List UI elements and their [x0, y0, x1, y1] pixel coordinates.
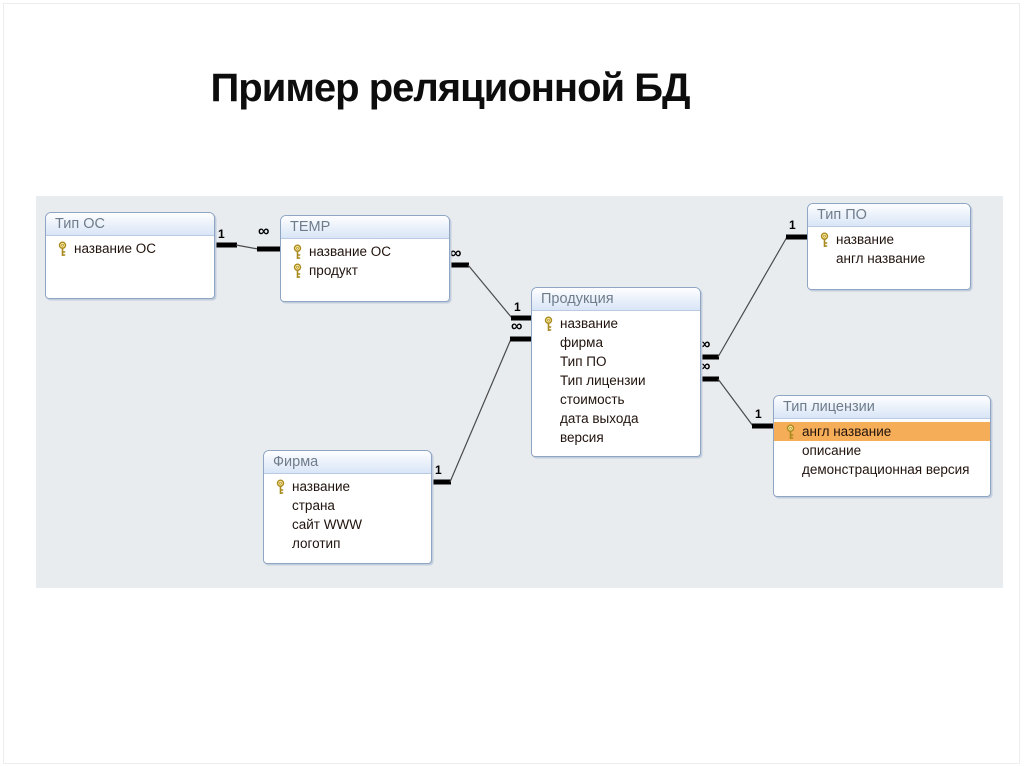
- field-name: название: [560, 316, 619, 331]
- field-name: англ название: [836, 251, 926, 266]
- cardinality-label: 1: [789, 218, 796, 232]
- key-icon: [273, 478, 287, 495]
- field-name: страна: [292, 498, 335, 513]
- table-row[interactable]: название ОС: [281, 242, 449, 261]
- table-title[interactable]: Тип лицензии: [774, 396, 990, 419]
- table-row[interactable]: название: [532, 314, 700, 333]
- table-row[interactable]: продукт: [281, 261, 449, 280]
- field-name: название ОС: [74, 241, 157, 256]
- key-icon: [290, 243, 304, 260]
- table-body: название англ название: [808, 227, 970, 268]
- key-icon: [817, 231, 831, 248]
- field-name: Тип лицензии: [560, 373, 646, 388]
- key-icon: [541, 315, 555, 332]
- table-tip-po[interactable]: Тип ПО название англ название: [807, 203, 971, 290]
- field-name: описание: [802, 443, 862, 458]
- table-body: англ название описание демонстрационная ве…: [774, 419, 990, 479]
- cardinality-label: 1: [755, 407, 762, 421]
- field-name: стоимость: [560, 392, 625, 407]
- field-name: фирма: [560, 335, 603, 350]
- cardinality-label: ∞: [511, 318, 522, 335]
- key-icon: [290, 262, 304, 279]
- table-title[interactable]: Тип ОС: [46, 213, 214, 236]
- table-title[interactable]: TEMP: [281, 216, 449, 239]
- table-title[interactable]: Продукция: [532, 288, 700, 311]
- cardinality-label: ∞: [258, 223, 269, 240]
- table-row[interactable]: страна: [264, 496, 431, 515]
- table-tip-os[interactable]: Тип ОС название ОС: [45, 212, 215, 299]
- table-body: название ОС: [46, 236, 214, 258]
- table-tip-licenzii[interactable]: Тип лицензии англ название описание демонс…: [773, 395, 991, 497]
- table-row[interactable]: название: [808, 230, 970, 249]
- table-row[interactable]: демонстрационная версия: [774, 460, 990, 479]
- cardinality-label: 1: [435, 463, 442, 477]
- field-name: Тип ПО: [560, 354, 607, 369]
- table-row[interactable]: стоимость: [532, 390, 700, 409]
- table-row[interactable]: англ название: [808, 249, 970, 268]
- table-row[interactable]: Тип ПО: [532, 352, 700, 371]
- relationship-line[interactable]: [717, 378, 754, 427]
- relationship-line[interactable]: [235, 244, 259, 250]
- table-row[interactable]: название ОС: [46, 239, 214, 258]
- field-name: логотип: [292, 536, 341, 551]
- table-body: название страна сайт WWW логотип: [264, 474, 431, 553]
- relationship-line[interactable]: [467, 264, 513, 319]
- field-name: продукт: [309, 263, 358, 278]
- table-row[interactable]: описание: [774, 441, 990, 460]
- table-row[interactable]: версия: [532, 428, 700, 447]
- cardinality-label: ∞: [699, 358, 710, 375]
- cardinality-label: 1: [514, 300, 521, 314]
- field-name: демонстрационная версия: [802, 462, 970, 477]
- field-name: сайт WWW: [292, 517, 362, 532]
- table-title[interactable]: Тип ПО: [808, 204, 970, 227]
- field-name: название: [292, 479, 351, 494]
- cardinality-label: ∞: [699, 336, 710, 353]
- table-body: название ОС продукт: [281, 239, 449, 280]
- field-name: дата выхода: [560, 411, 639, 426]
- cardinality-label: ∞: [450, 245, 461, 262]
- field-name: название ОС: [309, 244, 392, 259]
- table-row[interactable]: Тип лицензии: [532, 371, 700, 390]
- key-icon: [55, 240, 69, 257]
- table-row[interactable]: название: [264, 477, 431, 496]
- table-row[interactable]: сайт WWW: [264, 515, 431, 534]
- table-row[interactable]: фирма: [532, 333, 700, 352]
- cardinality-label: 1: [218, 227, 225, 241]
- field-name: название: [836, 232, 895, 247]
- table-row[interactable]: англ название: [774, 422, 990, 441]
- field-name: англ название: [802, 424, 892, 439]
- relationship-line[interactable]: [449, 338, 512, 483]
- relationship-line[interactable]: [717, 236, 788, 358]
- table-row[interactable]: логотип: [264, 534, 431, 553]
- table-title[interactable]: Фирма: [264, 451, 431, 474]
- table-row[interactable]: дата выхода: [532, 409, 700, 428]
- table-firma[interactable]: Фирма название страна сайт WWW логотип: [263, 450, 432, 564]
- slide-title: Пример реляционной БД: [210, 66, 691, 110]
- table-temp[interactable]: TEMP название ОС продукт: [280, 215, 450, 302]
- key-icon: [783, 423, 797, 440]
- field-name: версия: [560, 430, 604, 445]
